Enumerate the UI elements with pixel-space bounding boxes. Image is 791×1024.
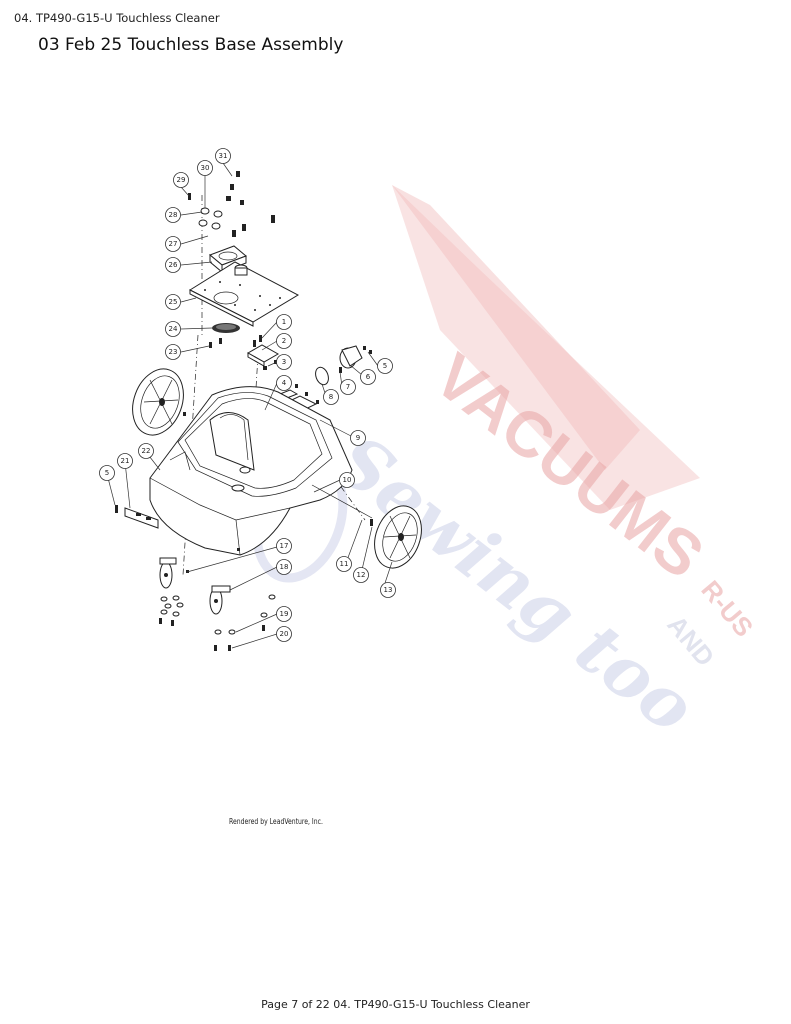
callout-24: 24 (165, 321, 181, 337)
svg-text:13: 13 (384, 586, 393, 594)
page-title: 03 Feb 25 Touchless Base Assembly (38, 35, 344, 55)
callout-26: 26 (165, 257, 181, 273)
svg-text:26: 26 (169, 261, 178, 269)
svg-text:20: 20 (280, 630, 289, 638)
right-wheel-part (374, 505, 422, 569)
callout-21: 21 (117, 453, 133, 469)
watermark-text-rus: R-US (695, 575, 759, 643)
callout-3: 3 (276, 354, 292, 370)
callout-18: 18 (276, 559, 292, 575)
callout-31: 31 (215, 148, 231, 164)
callout-25: 25 (165, 294, 181, 310)
svg-text:25: 25 (169, 298, 178, 306)
top-fasteners (188, 171, 275, 237)
svg-text:24: 24 (169, 325, 178, 333)
callout-8: 8 (323, 389, 339, 405)
grille-part (212, 323, 240, 333)
callout-23: 23 (165, 344, 181, 360)
svg-text:11: 11 (340, 560, 349, 568)
callout-1: 1 (276, 314, 292, 330)
svg-text:1: 1 (282, 318, 286, 326)
callout-22: 22 (138, 443, 154, 459)
callout-7: 7 (340, 379, 356, 395)
callout-12: 12 (353, 567, 369, 583)
svg-text:9: 9 (356, 434, 360, 442)
callout-13: 13 (380, 582, 396, 598)
callout-6: 6 (360, 369, 376, 385)
svg-text:27: 27 (169, 240, 178, 248)
callout-9: 9 (350, 430, 366, 446)
svg-text:7: 7 (346, 383, 350, 391)
callout-10: 10 (339, 472, 355, 488)
svg-text:5: 5 (383, 362, 387, 370)
callout-27: 27 (165, 236, 181, 252)
callout-5-right: 5 (377, 358, 393, 374)
svg-text:23: 23 (169, 348, 178, 356)
svg-text:30: 30 (201, 164, 210, 172)
svg-text:29: 29 (177, 176, 186, 184)
svg-text:19: 19 (280, 610, 289, 618)
svg-text:18: 18 (280, 563, 289, 571)
svg-text:12: 12 (357, 571, 366, 579)
svg-text:17: 17 (280, 542, 289, 550)
svg-text:8: 8 (329, 393, 333, 401)
page-footer: Page 7 of 22 04. TP490-G15-U Touchless C… (261, 998, 530, 1011)
document-reference: 04. TP490-G15-U Touchless Cleaner (14, 11, 220, 25)
svg-text:4: 4 (282, 379, 287, 387)
bottom-fasteners (159, 594, 276, 651)
callout-17: 17 (276, 538, 292, 554)
svg-text:22: 22 (142, 447, 151, 455)
callout-30: 30 (197, 160, 213, 176)
svg-text:10: 10 (343, 476, 352, 484)
svg-text:21: 21 (121, 457, 130, 465)
svg-text:5: 5 (105, 469, 109, 477)
svg-text:2: 2 (282, 337, 286, 345)
svg-text:3: 3 (282, 358, 286, 366)
svg-text:6: 6 (366, 373, 371, 381)
svg-text:28: 28 (169, 211, 178, 219)
callout-11: 11 (336, 556, 352, 572)
callout-28: 28 (165, 207, 181, 223)
callout-20: 20 (276, 626, 292, 642)
callout-29: 29 (173, 172, 189, 188)
front-plate-part (124, 507, 159, 529)
left-wheel-part (132, 368, 184, 436)
rendered-by-credit: Rendered by LeadVenture, Inc. (229, 817, 323, 826)
callout-19: 19 (276, 606, 292, 622)
front-casters-part (159, 557, 231, 615)
callout-5-left: 5 (99, 465, 115, 481)
top-plate-part (188, 261, 300, 327)
svg-text:31: 31 (219, 152, 228, 160)
base-housing-part (149, 386, 353, 556)
callout-4: 4 (276, 375, 292, 391)
pump-part (315, 345, 372, 386)
callout-2: 2 (276, 333, 292, 349)
bracket-parts (246, 335, 280, 370)
